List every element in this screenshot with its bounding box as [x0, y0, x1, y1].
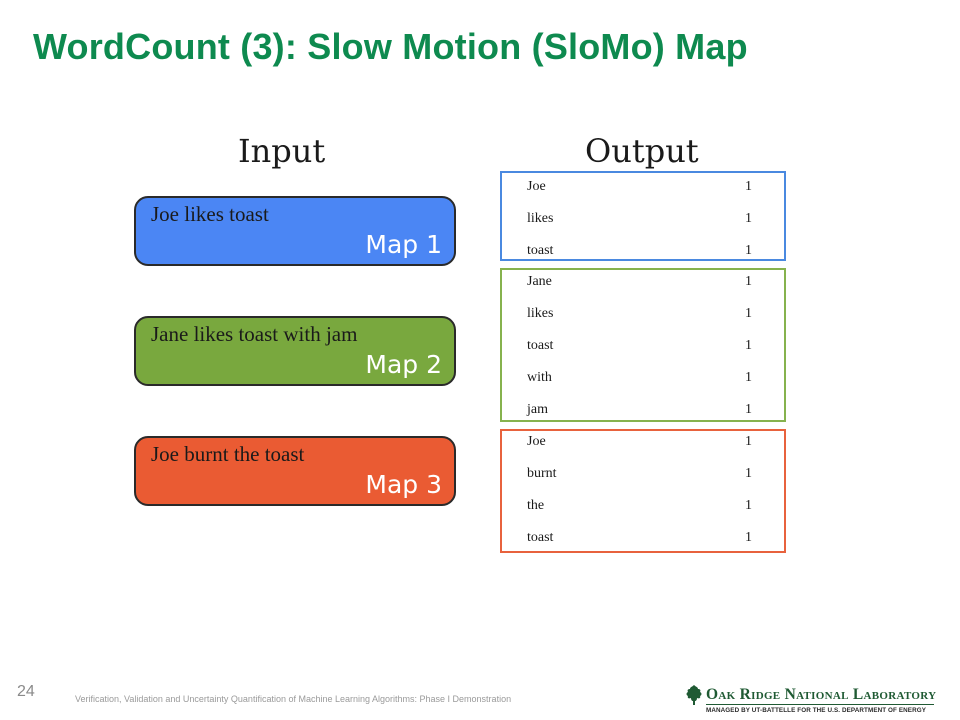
output-count: 1	[745, 274, 752, 289]
output-row: likes 1	[502, 306, 784, 326]
output-row: Jane 1	[502, 274, 784, 294]
output-count: 1	[745, 211, 752, 226]
input-header: Input	[238, 132, 326, 170]
output-count: 1	[745, 498, 752, 513]
output-word: Joe	[527, 434, 546, 449]
ornl-logo: Oak Ridge National Laboratory MANAGED BY…	[684, 683, 940, 717]
slide-title: WordCount (3): Slow Motion (SloMo) Map	[33, 26, 748, 67]
output-word: Jane	[527, 274, 552, 289]
logo-tagline: MANAGED BY UT-BATTELLE FOR THE U.S. DEPA…	[706, 707, 927, 714]
output-count: 1	[745, 402, 752, 417]
output-row: with 1	[502, 370, 784, 390]
output-word: likes	[527, 211, 554, 226]
output-word: likes	[527, 306, 554, 321]
input-box-map-2: Jane likes toast with jam Map 2	[134, 316, 456, 386]
map-label: Map 3	[365, 470, 442, 499]
output-word: with	[527, 370, 552, 385]
output-word: jam	[527, 402, 548, 417]
output-row: toast 1	[502, 338, 784, 358]
output-row: toast 1	[502, 530, 784, 550]
output-row: Joe 1	[502, 434, 784, 454]
logo-name: Oak Ridge National Laboratory	[706, 686, 937, 703]
output-word: toast	[527, 243, 554, 258]
logo-divider	[706, 704, 934, 705]
footer-text: Verification, Validation and Uncertainty…	[75, 694, 512, 704]
output-word: burnt	[527, 466, 557, 481]
output-row: toast 1	[502, 243, 784, 263]
output-count: 1	[745, 466, 752, 481]
input-text: Joe likes toast	[151, 202, 269, 226]
page-number: 24	[17, 683, 35, 700]
output-count: 1	[745, 370, 752, 385]
input-text: Jane likes toast with jam	[151, 322, 358, 346]
output-word: Joe	[527, 179, 546, 194]
output-row: Joe 1	[502, 179, 784, 199]
output-word: the	[527, 498, 545, 513]
output-group-map-3: Joe 1 burnt 1 the 1 toast 1	[500, 429, 786, 553]
output-group-map-1: Joe 1 likes 1 toast 1	[500, 171, 786, 261]
output-row: jam 1	[502, 402, 784, 422]
map-label: Map 2	[365, 350, 442, 379]
input-box-map-1: Joe likes toast Map 1	[134, 196, 456, 266]
output-row: the 1	[502, 498, 784, 518]
output-word: toast	[527, 530, 554, 545]
map-label: Map 1	[365, 230, 442, 259]
output-count: 1	[745, 338, 752, 353]
output-count: 1	[745, 530, 752, 545]
output-word: toast	[527, 338, 554, 353]
input-text: Joe burnt the toast	[151, 442, 305, 466]
output-row: burnt 1	[502, 466, 784, 486]
output-group-map-2: Jane 1 likes 1 toast 1 with 1 jam 1	[500, 268, 786, 422]
output-count: 1	[745, 434, 752, 449]
output-count: 1	[745, 243, 752, 258]
oak-leaf-icon	[686, 685, 702, 705]
output-header: Output	[585, 132, 699, 170]
output-count: 1	[745, 179, 752, 194]
output-row: likes 1	[502, 211, 784, 231]
output-count: 1	[745, 306, 752, 321]
input-box-map-3: Joe burnt the toast Map 3	[134, 436, 456, 506]
